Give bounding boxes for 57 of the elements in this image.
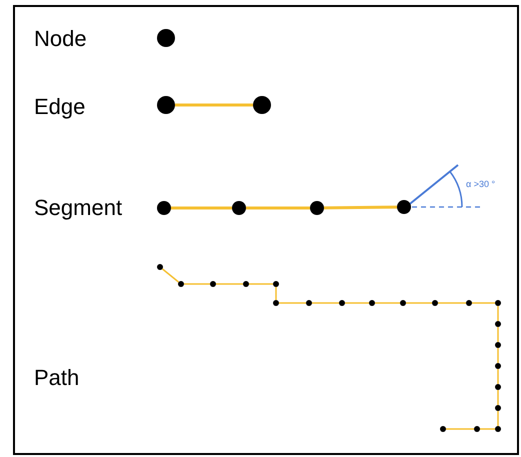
edge-line bbox=[246, 206, 310, 210]
dot bbox=[253, 96, 271, 114]
edge-line bbox=[446, 428, 474, 430]
dot bbox=[157, 201, 171, 215]
dot bbox=[232, 201, 246, 215]
edge-line bbox=[345, 302, 369, 304]
edge-line bbox=[216, 283, 243, 285]
edge-line bbox=[497, 306, 499, 321]
edge-line bbox=[162, 268, 180, 283]
dot bbox=[243, 281, 249, 287]
edge-line bbox=[406, 302, 432, 304]
edge-line bbox=[497, 369, 499, 384]
dot bbox=[339, 300, 345, 306]
dot bbox=[466, 300, 472, 306]
dot bbox=[495, 405, 501, 411]
dot bbox=[432, 300, 438, 306]
term-label: Node bbox=[34, 28, 87, 50]
dot bbox=[474, 426, 480, 432]
dot bbox=[495, 321, 501, 327]
edge-line bbox=[249, 283, 273, 285]
dot bbox=[495, 426, 501, 432]
term-label: Path bbox=[34, 367, 80, 389]
dot bbox=[400, 300, 406, 306]
dot bbox=[440, 426, 446, 432]
edge-line bbox=[279, 302, 306, 304]
edge-line bbox=[184, 283, 210, 285]
dot bbox=[306, 300, 312, 306]
dot bbox=[369, 300, 375, 306]
dot bbox=[178, 281, 184, 287]
edge-line bbox=[375, 302, 400, 304]
dot bbox=[273, 300, 279, 306]
edge-line bbox=[480, 428, 495, 430]
edge-line bbox=[275, 287, 277, 300]
dot bbox=[310, 201, 324, 215]
edge-line bbox=[438, 302, 466, 304]
edge-line bbox=[472, 302, 495, 304]
term-label: Edge bbox=[34, 96, 86, 118]
dot bbox=[495, 363, 501, 369]
edge-line bbox=[497, 390, 499, 405]
edge-line bbox=[324, 206, 398, 210]
edge-line bbox=[175, 104, 253, 106]
edge-line bbox=[497, 411, 499, 426]
angle-label: α >30 ° bbox=[466, 180, 496, 189]
dot bbox=[157, 29, 175, 47]
dot bbox=[273, 281, 279, 287]
dot bbox=[495, 384, 501, 390]
dot bbox=[495, 342, 501, 348]
dot bbox=[495, 300, 501, 306]
edge-line bbox=[171, 206, 232, 210]
dot bbox=[397, 200, 411, 214]
dot bbox=[210, 281, 216, 287]
edge-line bbox=[497, 327, 499, 342]
edge-line bbox=[497, 348, 499, 363]
edge-line bbox=[312, 302, 339, 304]
term-label: Segment bbox=[34, 197, 122, 219]
dot bbox=[157, 264, 163, 270]
dot bbox=[157, 96, 175, 114]
